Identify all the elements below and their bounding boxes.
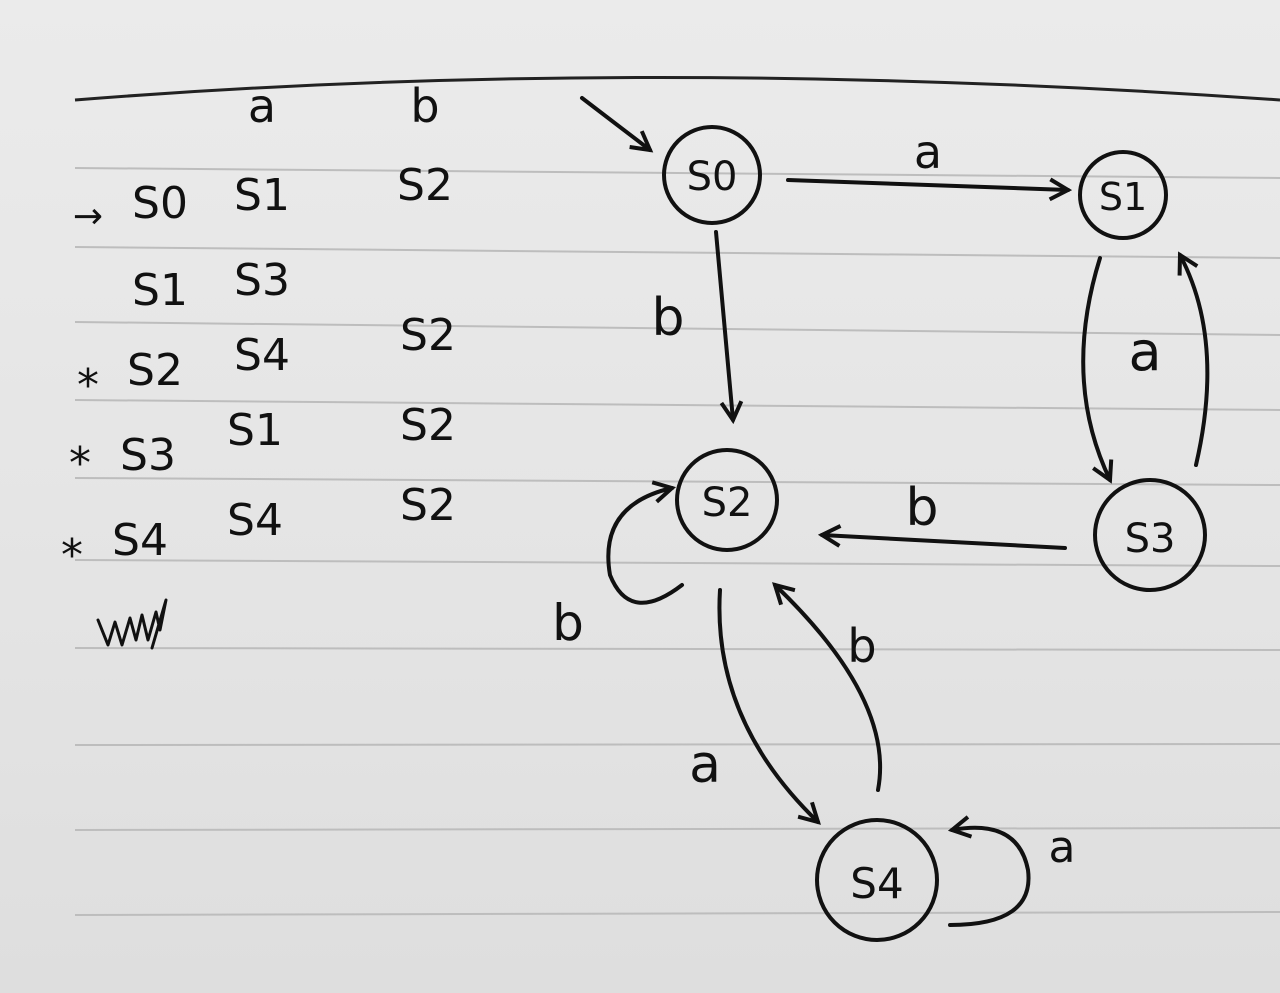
edge-label-s3-s2: b xyxy=(905,478,938,538)
edge-label-s0-s1: a xyxy=(914,125,942,179)
dfa-diagram: S0 S1 S2 S3 S4 a b a b b a b a xyxy=(552,96,1210,942)
state-circle-s2 xyxy=(675,448,779,552)
cell-b: S2 xyxy=(397,160,453,211)
row-marker: * xyxy=(69,438,91,489)
start-arrow xyxy=(580,96,650,150)
edge-label-s4-self: a xyxy=(1049,822,1076,873)
cell-b: S2 xyxy=(400,310,456,361)
row-state: S3 xyxy=(120,430,176,481)
row-state: S0 xyxy=(132,178,188,229)
row-marker: * xyxy=(77,360,99,411)
cell-a: S1 xyxy=(227,405,283,456)
edge-s0-s1 xyxy=(786,180,1068,190)
state-label-s4: S4 xyxy=(850,859,903,908)
edge-s2-s4 xyxy=(717,588,818,822)
edge-label-s4-s2: b xyxy=(847,619,876,673)
row-marker: * xyxy=(61,530,83,581)
state-label-s0: S0 xyxy=(687,154,738,200)
table-header-a: a xyxy=(248,79,276,133)
edge-label-s2-s4: a xyxy=(689,735,721,795)
edge-s4-s2 xyxy=(775,585,883,792)
table-header-b: b xyxy=(410,79,439,133)
state-circle-s3 xyxy=(1093,478,1207,592)
edge-s2-self-loop xyxy=(606,488,684,605)
state-circle-s0 xyxy=(662,125,762,225)
row-state: S2 xyxy=(127,345,183,396)
cell-a: S3 xyxy=(234,255,290,306)
edge-s1-s3 xyxy=(1081,256,1110,480)
row-state: S4 xyxy=(112,515,168,566)
edge-s0-s2 xyxy=(714,230,733,420)
cell-b: S2 xyxy=(400,480,456,531)
scribble-mark xyxy=(96,598,168,650)
ruled-lines xyxy=(74,76,1280,916)
state-label-s3: S3 xyxy=(1125,516,1176,562)
row-marker: → xyxy=(73,196,103,237)
edge-s4-self-loop xyxy=(950,828,1031,927)
edge-s3-s2 xyxy=(822,535,1067,550)
edge-s3-s1 xyxy=(1180,255,1210,467)
edge-label-s0-s2: b xyxy=(651,288,684,348)
cell-a: S4 xyxy=(234,330,290,381)
transition-table: a b → S0 S1 S2 S1 S3 * S2 S4 S2 * S3 S1 … xyxy=(61,79,456,650)
edge-label-s1-s3: a xyxy=(1128,320,1161,383)
edge-label-s2-self: b xyxy=(552,594,584,652)
state-label-s1: S1 xyxy=(1099,175,1147,219)
state-circle-s1 xyxy=(1078,150,1168,240)
cell-a: S4 xyxy=(227,495,283,546)
cell-b: S2 xyxy=(400,400,456,451)
state-label-s2: S2 xyxy=(702,480,753,526)
cell-a: S1 xyxy=(234,170,290,221)
row-state: S1 xyxy=(132,265,188,316)
state-circle-s4 xyxy=(815,818,939,942)
